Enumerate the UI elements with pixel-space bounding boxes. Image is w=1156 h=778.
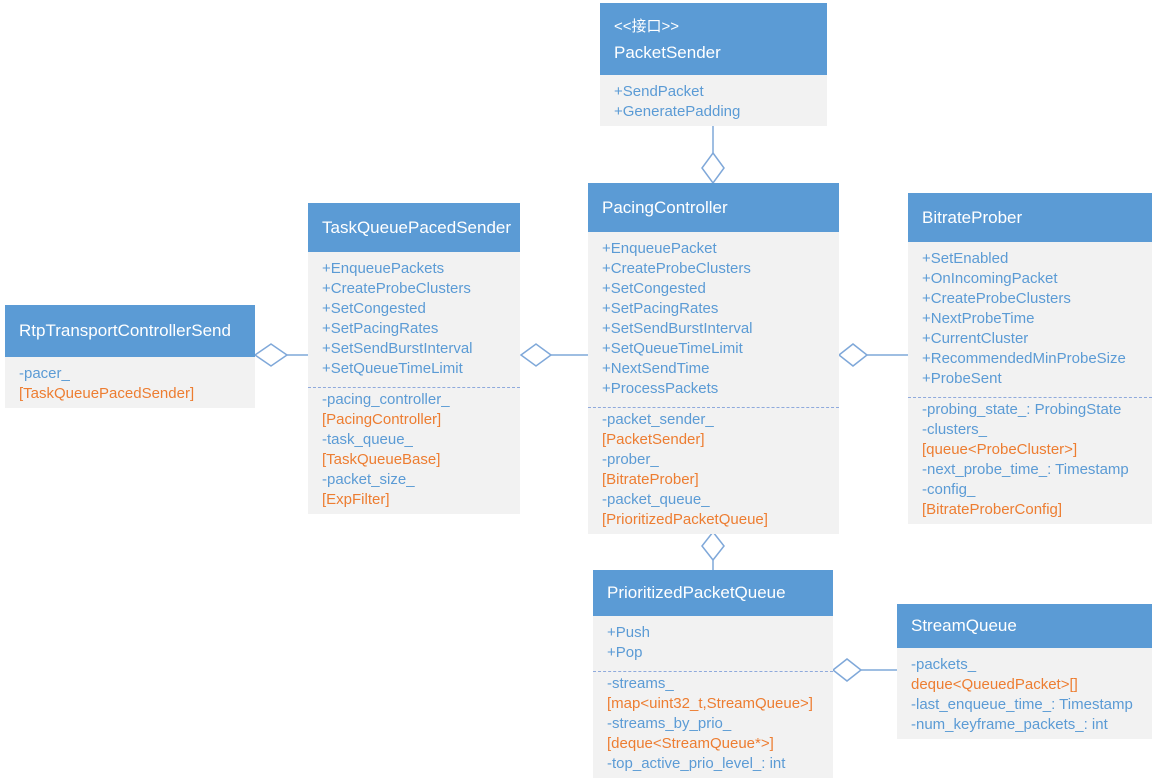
class-name: PacketSender (614, 43, 721, 62)
member-attribute: -streams_by_prio_ (607, 715, 732, 732)
member-method: +GeneratePadding (614, 103, 741, 120)
member-attribute: -next_probe_time_: Timestamp (922, 461, 1129, 478)
member-attribute: -task_queue_ (322, 431, 413, 448)
class-members: +EnqueuePacket +CreateProbeClusters +SetCo… (588, 232, 839, 534)
member-attribute: -prober_ (602, 451, 659, 468)
class-header: <<接口>> PacketSender (600, 3, 827, 75)
member-separator (908, 389, 1152, 398)
member-method: +NextProbeTime (922, 310, 1035, 327)
member-type: [BitrateProber] (602, 471, 699, 488)
class-name: PrioritizedPacketQueue (607, 583, 786, 602)
aggregation-diamond-icon (701, 530, 725, 562)
class-box-pacingcontroller: PacingController +EnqueuePacket +CreatePr… (588, 183, 839, 534)
member-attribute: -config_ (922, 481, 976, 498)
aggregation-diamond-icon (837, 343, 869, 367)
member-attribute: -clusters_ (922, 421, 988, 438)
member-attribute: -packet_queue_ (602, 491, 710, 508)
member-attribute: -packet_size_ (322, 471, 415, 488)
member-attribute: -pacing_controller_ (322, 391, 450, 408)
member-separator (308, 379, 520, 388)
class-name: StreamQueue (911, 616, 1017, 635)
member-type: [queue<ProbeCluster>] (922, 441, 1078, 458)
class-members: +SendPacket +GeneratePadding (600, 75, 827, 126)
class-header: TaskQueuePacedSender (308, 203, 520, 252)
class-box-packetsender: <<接口>> PacketSender +SendPacket +Generate… (600, 3, 827, 126)
member-type: [TaskQueueBase] (322, 451, 441, 468)
member-type: [PacketSender] (602, 431, 705, 448)
member-method: +SetQueueTimeLimit (602, 340, 743, 357)
member-attribute: -top_active_prio_level_: int (607, 755, 786, 772)
member-method: +SetSendBurstInterval (602, 320, 753, 337)
member-method: +ProcessPackets (602, 380, 719, 397)
member-method: +OnIncomingPacket (922, 270, 1058, 287)
member-method: +SetCongested (322, 300, 426, 317)
member-attribute: -probing_state_: ProbingState (922, 401, 1122, 418)
member-method: +SetQueueTimeLimit (322, 360, 463, 377)
class-box-taskqueuepacedsender: TaskQueuePacedSender +EnqueuePackets +Cre… (308, 203, 520, 514)
member-method: +SetPacingRates (322, 320, 439, 337)
class-members: -pacer_ [TaskQueuePacedSender] (5, 357, 255, 408)
class-name: TaskQueuePacedSender (322, 217, 512, 237)
member-method: +SetSendBurstInterval (322, 340, 473, 357)
member-method: +EnqueuePacket (602, 240, 717, 257)
class-name: RtpTransportControllerSend (19, 321, 231, 340)
member-method: +RecommendedMinProbeSize (922, 350, 1126, 367)
member-type: [ExpFilter] (322, 491, 390, 508)
member-type: [TaskQueuePacedSender] (19, 385, 195, 402)
member-attribute: -packets_ (911, 656, 977, 673)
class-header: BitrateProber (908, 193, 1152, 242)
member-type: deque<QueuedPacket>[] (911, 676, 1078, 693)
aggregation-diamond-icon (519, 343, 553, 367)
class-members: -packets_ deque<QueuedPacket>[] -last_enqu… (897, 648, 1152, 739)
member-attribute: -pacer_ (19, 365, 70, 382)
member-method: +SetCongested (602, 280, 706, 297)
member-method: +NextSendTime (602, 360, 710, 377)
class-header: PacingController (588, 183, 839, 232)
aggregation-diamond-icon (701, 151, 725, 185)
member-method: +Push (607, 624, 650, 641)
member-separator (588, 399, 839, 408)
member-type: [map<uint32_t,StreamQueue>] (607, 695, 813, 712)
member-method: +EnqueuePackets (322, 260, 445, 277)
member-method: +CreateProbeClusters (602, 260, 751, 277)
aggregation-diamond-icon (831, 658, 863, 682)
member-attribute: -last_enqueue_time_: Timestamp (911, 696, 1133, 713)
class-members: +EnqueuePackets +CreateProbeClusters +SetC… (308, 252, 520, 514)
member-method: +CurrentCluster (922, 330, 1029, 347)
member-type: [PacingController] (322, 411, 442, 428)
member-separator (593, 663, 833, 672)
member-method: +Pop (607, 644, 643, 661)
member-method: +CreateProbeClusters (922, 290, 1071, 307)
member-method: +CreateProbeClusters (322, 280, 471, 297)
class-name: PacingController (602, 197, 728, 217)
member-type: [deque<StreamQueue*>] (607, 735, 774, 752)
member-method: +SetEnabled (922, 250, 1009, 267)
member-method: +SendPacket (614, 83, 704, 100)
class-header: RtpTransportControllerSend (5, 305, 255, 357)
member-attribute: -num_keyframe_packets_: int (911, 716, 1108, 733)
member-attribute: -streams_ (607, 675, 674, 692)
class-members: +SetEnabled +OnIncomingPacket +CreateProbe… (908, 242, 1152, 524)
class-name: BitrateProber (922, 207, 1023, 227)
class-header: PrioritizedPacketQueue (593, 570, 833, 616)
class-members: +Push +Pop -streams_ [map<uint32_t,StreamQu… (593, 616, 833, 778)
class-box-rtptransportcontrollersend: RtpTransportControllerSend -pacer_ [TaskQ… (5, 305, 255, 408)
member-method: +SetPacingRates (602, 300, 719, 317)
class-stereotype: <<接口>> (614, 18, 680, 35)
class-box-bitrateprober: BitrateProber +SetEnabled +OnIncomingPack… (908, 193, 1152, 524)
class-box-prioritizedpacketqueue: PrioritizedPacketQueue +Push +Pop -streams… (593, 570, 833, 778)
member-method: +ProbeSent (922, 370, 1002, 387)
class-header: StreamQueue (897, 604, 1152, 648)
aggregation-diamond-icon (253, 343, 289, 367)
member-type: [PrioritizedPacketQueue] (602, 511, 768, 528)
member-attribute: -packet_sender_ (602, 411, 714, 428)
member-type: [BitrateProberConfig] (922, 501, 1063, 518)
class-box-streamqueue: StreamQueue -packets_ deque<QueuedPacket>… (897, 604, 1152, 739)
